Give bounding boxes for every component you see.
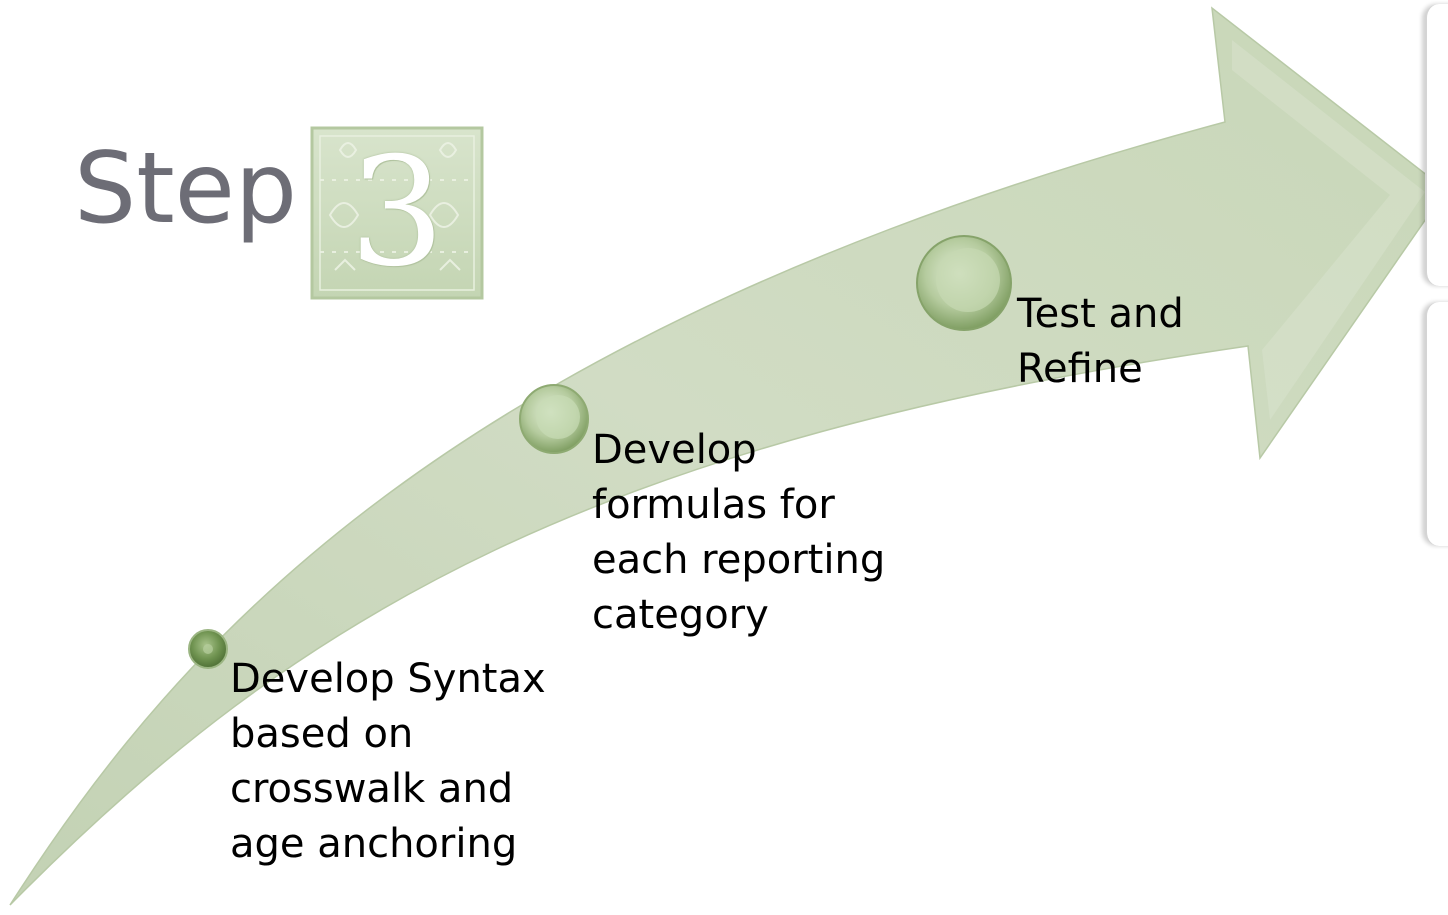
step-number-tile: [310, 126, 484, 300]
step-label-2: Develop formulas for each reporting cate…: [592, 423, 885, 643]
step-label-line: Test and: [1017, 291, 1184, 337]
arrow-body: [9, 6, 1448, 906]
step-number: 3: [349, 126, 445, 300]
step-label-line: Refine: [1017, 346, 1143, 392]
arrowhead-highlight: [1232, 40, 1425, 420]
step-title: Step: [74, 132, 298, 246]
step-label-line: Develop Syntax: [230, 656, 546, 702]
step-label-line: crosswalk and: [230, 766, 514, 812]
step-label-1: Develop Syntax based on crosswalk and ag…: [230, 652, 546, 872]
step-marker-2: [519, 384, 589, 454]
step-marker-1: [188, 629, 228, 669]
step-label-line: each reporting: [592, 537, 886, 583]
step-label-line: Develop: [592, 427, 757, 473]
step-label-line: age anchoring: [230, 821, 518, 867]
step-label-line: category: [592, 592, 769, 638]
step-label-line: based on: [230, 711, 414, 757]
step-label-3: Test and Refine: [1017, 287, 1184, 397]
side-panel-bottom: [1425, 302, 1448, 546]
side-panel-top: [1425, 4, 1448, 286]
step-label-line: formulas for: [592, 482, 835, 528]
step-marker-3: [916, 235, 1012, 331]
